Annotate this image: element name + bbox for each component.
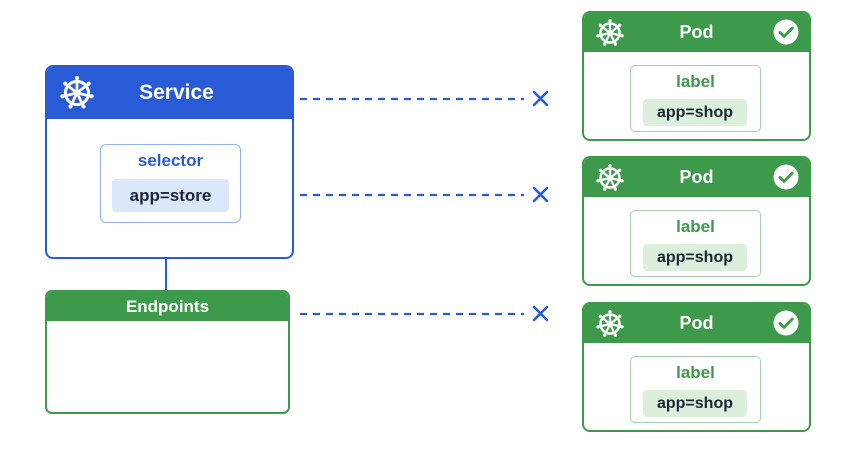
pod-header: Pod — [584, 13, 809, 52]
selector-label: selector — [137, 151, 204, 170]
check-circle-icon — [773, 164, 799, 190]
pod-box-3: Pod label app=shop — [582, 302, 811, 432]
selector-card: selector app=store — [100, 144, 241, 223]
label-card: label app=shop — [630, 210, 761, 277]
label-card: label app=shop — [630, 356, 761, 423]
label-card: label app=shop — [630, 65, 761, 132]
label-title: label — [676, 217, 715, 236]
endpoints-box: Endpoints — [45, 290, 290, 414]
check-circle-icon — [773, 19, 799, 45]
endpoints-title: Endpoints — [47, 292, 288, 321]
service-endpoints-connector — [165, 259, 167, 290]
selector-value: app=store — [112, 179, 229, 212]
service-box: Service selector app=store — [45, 65, 294, 259]
pod-title: Pod — [679, 313, 714, 333]
pod-title: Pod — [679, 22, 714, 42]
check-circle-icon — [773, 310, 799, 336]
pod-box-2: Pod label app=shop — [582, 156, 811, 286]
service-title: Service — [139, 81, 214, 104]
service-header: Service — [47, 67, 292, 119]
x-icon — [532, 305, 549, 322]
label-value: app=shop — [643, 390, 747, 417]
label-value: app=shop — [643, 244, 747, 271]
label-title: label — [676, 72, 715, 91]
pod-header: Pod — [584, 304, 809, 343]
pod-box-1: Pod label app=shop — [582, 11, 811, 141]
pod-title: Pod — [679, 167, 714, 187]
label-value: app=shop — [643, 99, 747, 126]
label-title: label — [676, 363, 715, 382]
pod-header: Pod — [584, 158, 809, 197]
x-icon — [532, 186, 549, 203]
x-icon — [532, 90, 549, 107]
